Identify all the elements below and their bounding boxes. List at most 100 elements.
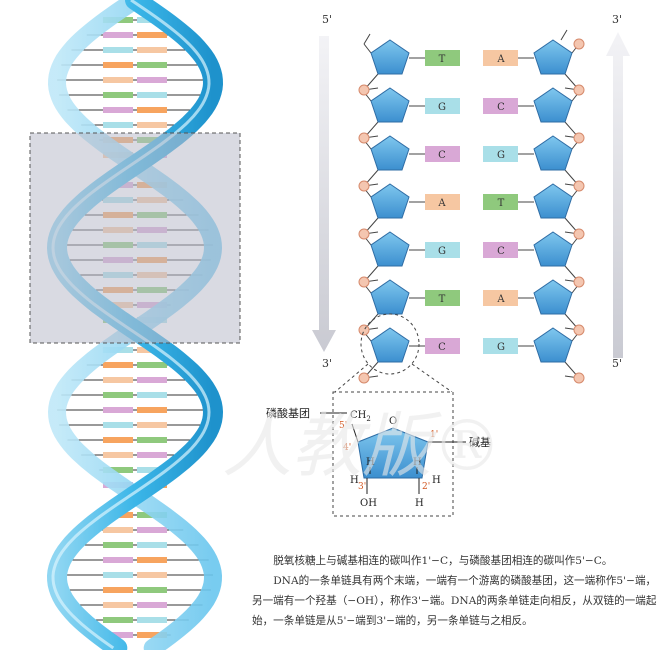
right-sugar: [533, 135, 573, 171]
left-phosphate: [358, 132, 370, 144]
caption-text: 脱氧核糖上与碱基相连的碳叫作1'−C，与磷酸基团相连的碳叫作5'−C。 DNA的…: [252, 551, 662, 631]
base-left-A: [425, 194, 460, 210]
left-phosphate: [358, 84, 370, 96]
caption-paragraph-1: 脱氧核糖上与碱基相连的碳叫作1'−C，与磷酸基团相连的碳叫作5'−C。: [273, 555, 613, 567]
h-c2: H: [415, 498, 424, 509]
base-letter-right: A: [496, 54, 505, 65]
base-letter-left: G: [438, 102, 446, 113]
left-backbone-bond: [363, 43, 372, 54]
h-c1: H: [413, 457, 422, 468]
helix-base: [103, 632, 133, 638]
base-letter-left: C: [438, 342, 446, 353]
helix-base: [103, 452, 133, 458]
right-phosphate: [573, 276, 585, 288]
helix-base: [137, 392, 167, 398]
left-bottom-label: 3': [322, 357, 332, 370]
left-sugar: [370, 279, 410, 315]
right-sugar: [533, 39, 573, 75]
right-bottom-label: 5': [612, 357, 622, 370]
base-letter-left: T: [439, 294, 446, 305]
base-letter-right: G: [497, 342, 505, 353]
base-left-G: [425, 242, 460, 258]
helix-base: [137, 632, 167, 638]
down-arrow: [312, 36, 336, 352]
helix-base: [137, 47, 167, 53]
right-sugar: [533, 279, 573, 315]
helix-base: [137, 77, 167, 83]
helix-base: [103, 32, 133, 38]
base-right-A: [483, 290, 518, 306]
helix-base: [103, 377, 133, 383]
helix-base: [137, 452, 167, 458]
helix-base: [137, 407, 167, 413]
helix-base: [103, 572, 133, 578]
strand-direction-arrows: 5' 3' 3' 5': [312, 13, 630, 370]
helix-base: [103, 542, 133, 548]
left-phosphate: [358, 276, 370, 288]
base-letter-right: C: [497, 246, 505, 257]
helix-base: [103, 617, 133, 623]
left-phosphate: [358, 372, 370, 384]
base-right-T: [483, 194, 518, 210]
helix-base: [137, 32, 167, 38]
base-right-C: [483, 242, 518, 258]
helix-base: [137, 587, 167, 593]
helix-base: [103, 122, 133, 128]
hydroxyl-oh: OH: [360, 498, 377, 509]
base-left-C: [425, 338, 460, 354]
right-phosphate: [573, 38, 585, 50]
helix-base: [103, 407, 133, 413]
right-top-label: 3': [612, 13, 622, 26]
base-right-C: [483, 98, 518, 114]
deoxyribose-detail: O CH2 磷酸基团 碱基 5' 4' 3' 2' 1' H H H H OH …: [266, 391, 491, 517]
helix-base: [103, 92, 133, 98]
helix-base: [137, 92, 167, 98]
left-sugar: [370, 183, 410, 219]
magnify-line-left: [334, 363, 369, 393]
base-left-G: [425, 98, 460, 114]
base-right-A: [483, 50, 518, 66]
base-right-G: [483, 338, 518, 354]
bond-c4-c5: [351, 423, 359, 443]
helix-base: [137, 467, 167, 473]
base-letter-left: G: [438, 246, 446, 257]
base-label: 碱基: [469, 436, 491, 449]
base-letter-left: T: [439, 54, 446, 65]
base-letter-left: A: [437, 198, 446, 209]
ch2-group: CH2: [350, 410, 371, 423]
helix-base: [137, 377, 167, 383]
helix-base: [137, 572, 167, 578]
helix-base: [137, 542, 167, 548]
helix-base: [137, 617, 167, 623]
base-letter-right: G: [497, 150, 505, 161]
helix-base: [137, 62, 167, 68]
base-letter-left: C: [438, 150, 446, 161]
left-sugar: [370, 231, 410, 267]
base-letter-right: C: [497, 102, 505, 113]
helix-base: [103, 77, 133, 83]
left-strand-start: [363, 33, 371, 45]
helix-base: [137, 107, 167, 113]
helix-base: [103, 422, 133, 428]
right-phosphate: [573, 84, 585, 96]
carbon-2-label: 2': [422, 482, 430, 492]
caption-paragraph-2: DNA的一条单链具有两个末端，一端有一个游离的磷酸基团，这一端称作5'−端，另一…: [252, 575, 657, 627]
left-top-label: 5': [322, 13, 332, 26]
left-sugar: [370, 135, 410, 171]
helix-base: [103, 362, 133, 368]
right-phosphate: [573, 228, 585, 240]
helix-base: [103, 527, 133, 533]
base-left-T: [425, 290, 460, 306]
right-sugar: [533, 327, 573, 363]
carbon-3-label: 3': [358, 482, 366, 492]
zoom-region-box: [29, 132, 241, 344]
helix-base: [103, 107, 133, 113]
left-sugar: [370, 39, 410, 75]
helix-base: [137, 602, 167, 608]
up-arrow: [606, 32, 630, 358]
right-phosphate: [573, 132, 585, 144]
base-letter-right: T: [498, 198, 505, 209]
